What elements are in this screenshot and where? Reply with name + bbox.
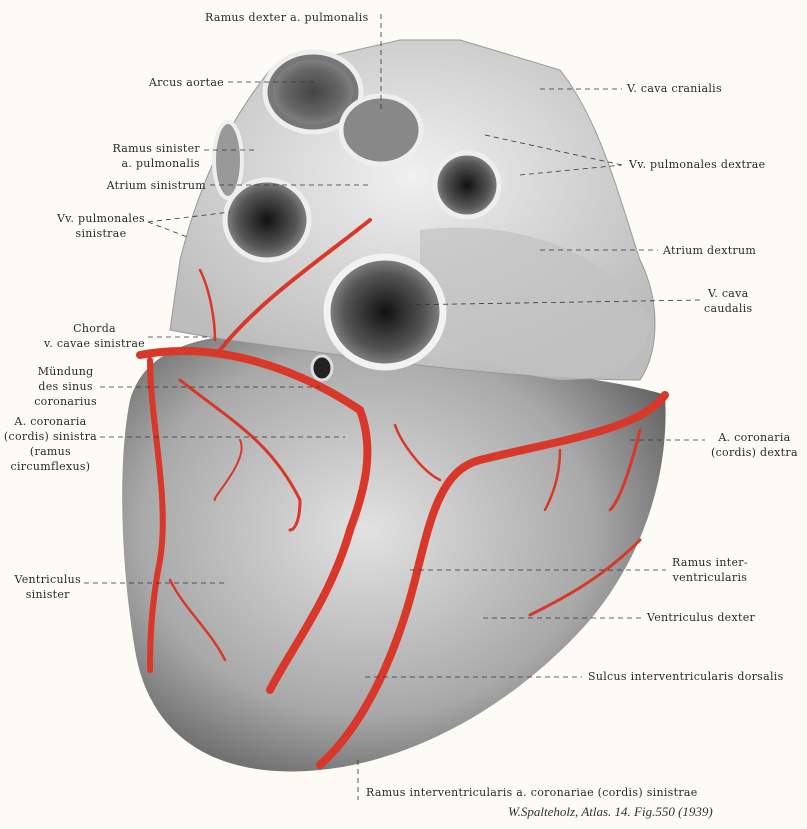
ramus-sinister xyxy=(212,120,244,200)
label-a-coronaria-dextra: A. coronaria (cordis) dextra xyxy=(711,430,798,460)
label-line: des sinus xyxy=(38,380,93,393)
label-line: Vv. pulmonales xyxy=(56,212,145,225)
label-ventriculus-dexter: Ventriculus dexter xyxy=(647,611,756,624)
label-line: (cordis) dextra xyxy=(711,446,798,459)
label-line: coronarius xyxy=(34,395,97,408)
label-vv-pulmonales-dextrae: Vv. pulmonales dextrae xyxy=(629,158,766,171)
label-line: A. coronaria xyxy=(718,431,791,444)
label-chorda: Chorda v. cavae sinistrae xyxy=(44,321,145,351)
label-ramus-interventricularis: Ramus inter-ventricularis xyxy=(672,555,748,585)
label-ramus-interventricularis-sinistrae: Ramus interventricularis a. coronariae (… xyxy=(366,786,698,799)
label-line: A. coronaria xyxy=(14,415,87,428)
arteries xyxy=(136,218,669,769)
label-line: a. pulmonalis xyxy=(121,157,200,170)
vv-pulmonales-dextrae xyxy=(432,150,502,220)
label-line: sinister xyxy=(25,588,70,601)
label-ventriculus-sinister: Ventriculus sinister xyxy=(14,572,81,602)
sinus-coronarius xyxy=(310,354,334,382)
label-v-cava-cranialis: V. cava cranialis xyxy=(627,82,722,95)
label-v-cava-caudalis: V. cava caudalis xyxy=(704,286,752,316)
label-line: V. cava xyxy=(707,287,749,300)
label-atrium-dextrum: Atrium dextrum xyxy=(663,244,757,257)
label-atrium-sinistrum: Atrium sinistrum xyxy=(106,179,206,192)
label-vv-pulmonales-sinistrae: Vv. pulmonales sinistrae xyxy=(57,211,145,241)
atrium-dextrum-shade xyxy=(420,227,650,380)
label-line: sinistrae xyxy=(75,227,127,240)
citation: W.Spalteholz, Atlas. 14. Fig.550 (1939) xyxy=(508,804,713,819)
leader-lines xyxy=(84,14,705,800)
label-line: Chorda xyxy=(73,322,116,335)
label-line: Ventriculus xyxy=(14,573,81,586)
label-line: Ramus inter- xyxy=(672,556,748,569)
label-line: Ramus sinister xyxy=(112,142,200,155)
label-line: ventricularis xyxy=(672,571,748,584)
label-line: caudalis xyxy=(704,302,753,315)
label-line: (ramus xyxy=(29,445,71,458)
label-line: v. cavae sinistrae xyxy=(44,337,145,350)
label-arcus-aortae: Arcus aortae xyxy=(148,76,224,89)
vv-pulmonales-sinistrae xyxy=(222,177,312,263)
label-a-coronaria-sinistra: A. coronaria (cordis) sinistra (ramus circu… xyxy=(4,414,97,474)
v-cava-caudalis xyxy=(323,253,447,371)
label-ramus-sinister: Ramus sinister a. pulmonalis xyxy=(112,141,200,171)
label-line: circumflexus) xyxy=(10,460,91,473)
label-sulcus: Sulcus interventricularis dorsalis xyxy=(588,670,784,683)
label-line: (cordis) sinistra xyxy=(3,430,97,443)
label-muendung: Mündung des sinus coronarius xyxy=(34,364,97,409)
label-ramus-dexter: Ramus dexter a. pulmonalis xyxy=(205,11,369,24)
label-line: Mündung xyxy=(37,365,94,378)
